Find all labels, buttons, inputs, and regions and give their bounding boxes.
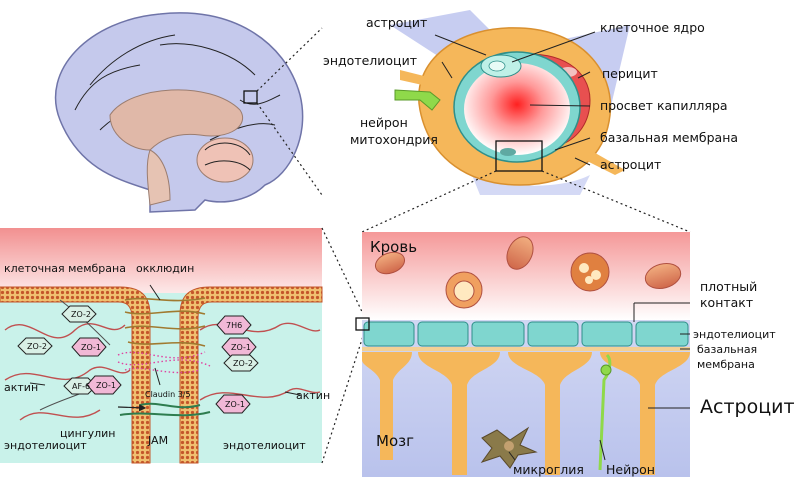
label-capillary-lumen: просвет капилляра [600, 98, 728, 113]
label-zo2-top: ZO-2 [71, 310, 91, 319]
label-bbb-neuron: Нейрон [606, 462, 655, 477]
protein-af6 [63, 377, 97, 395]
label-pericyte: перицит [602, 66, 658, 81]
label-endotheliocyte: эндотелиоцит [323, 53, 417, 68]
zoom-line [541, 170, 691, 233]
label-jam: JAM [147, 434, 168, 447]
brain-sagittal-illustration [54, 12, 304, 213]
junction-proteins [17, 305, 259, 414]
label-mitochondrion: митохондрия [350, 132, 438, 147]
tight-junction-detail [0, 228, 323, 464]
protein-zo2-right [223, 354, 259, 372]
zoom-line [321, 227, 366, 319]
protein-zo1-left [71, 337, 107, 357]
label-zo1-mid: ZO-1 [96, 381, 116, 390]
zoom-line [256, 27, 323, 92]
protein-7h6 [216, 315, 252, 335]
label-brain: Мозг [376, 432, 414, 450]
capillary-pointers [434, 31, 596, 166]
label-astrocyte-top: астроцит [366, 15, 427, 30]
label-basement-2: мембрана [697, 358, 755, 371]
capillary-cross-section [390, 10, 630, 195]
astrocyte-endfeet [362, 352, 690, 475]
label-zo1-left: ZO-1 [81, 343, 101, 352]
bbb-pointers [508, 302, 690, 461]
zoom-line [256, 102, 323, 196]
label-basement-1: базальная [697, 343, 757, 356]
junction-pointers [29, 284, 301, 396]
label-occludin: окклюдин [136, 262, 194, 275]
microglia-cell [480, 426, 538, 469]
label-blood: Кровь [370, 238, 417, 256]
label-zo2-right: ZO-2 [233, 359, 253, 368]
label-astrocyte-bottom: астроцит [600, 157, 661, 172]
bbb-schema [355, 232, 690, 477]
protein-zo2-left [17, 337, 53, 355]
label-actin-right: актин [296, 389, 330, 402]
label-microglia: микроглия [513, 462, 584, 477]
label-cingulin: цингулин [60, 427, 116, 440]
label-zo2-left: ZO-2 [27, 342, 47, 351]
label-endo-right: эндотелиоцит [223, 439, 306, 452]
label-basement-membrane: базальная мембрана [600, 130, 738, 145]
label-zo1-low: ZO-1 [225, 400, 245, 409]
zoom-line [321, 329, 366, 464]
endothelial-layer [363, 321, 689, 347]
label-7h6: 7H6 [226, 321, 242, 330]
protein-zo1-low [215, 394, 251, 414]
label-zo1-right: ZO-1 [231, 343, 251, 352]
label-af6: AF-6 [72, 382, 90, 391]
label-actin-left: актин [4, 381, 38, 394]
protein-zo2-top [61, 305, 97, 323]
label-astrocyte-bbb: Астроцит [700, 396, 795, 418]
label-neuron: нейрон [360, 115, 408, 130]
label-tight-junction-1: плотный [700, 279, 757, 294]
label-cell-membrane: клеточная мембрана [4, 262, 126, 275]
protein-zo1-mid [86, 375, 122, 395]
label-cell-nucleus: клеточное ядро [600, 20, 705, 35]
label-claudin: Claudin 3/5 [145, 390, 191, 399]
label-bbb-endotheliocyte: эндотелиоцит [693, 328, 776, 341]
label-tight-junction-2: контакт [700, 295, 753, 310]
label-endo-left: эндотелиоцит [4, 439, 87, 452]
